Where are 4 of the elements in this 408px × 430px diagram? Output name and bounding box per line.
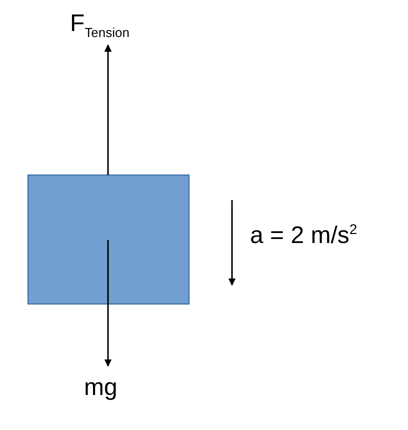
block — [28, 174, 190, 304]
force-label: F$_{Tension}$ — [70, 12, 130, 39]
force-label: mg — [84, 376, 118, 400]
acceleration-label: a = 2 m/s$^{2}$ — [250, 222, 358, 248]
